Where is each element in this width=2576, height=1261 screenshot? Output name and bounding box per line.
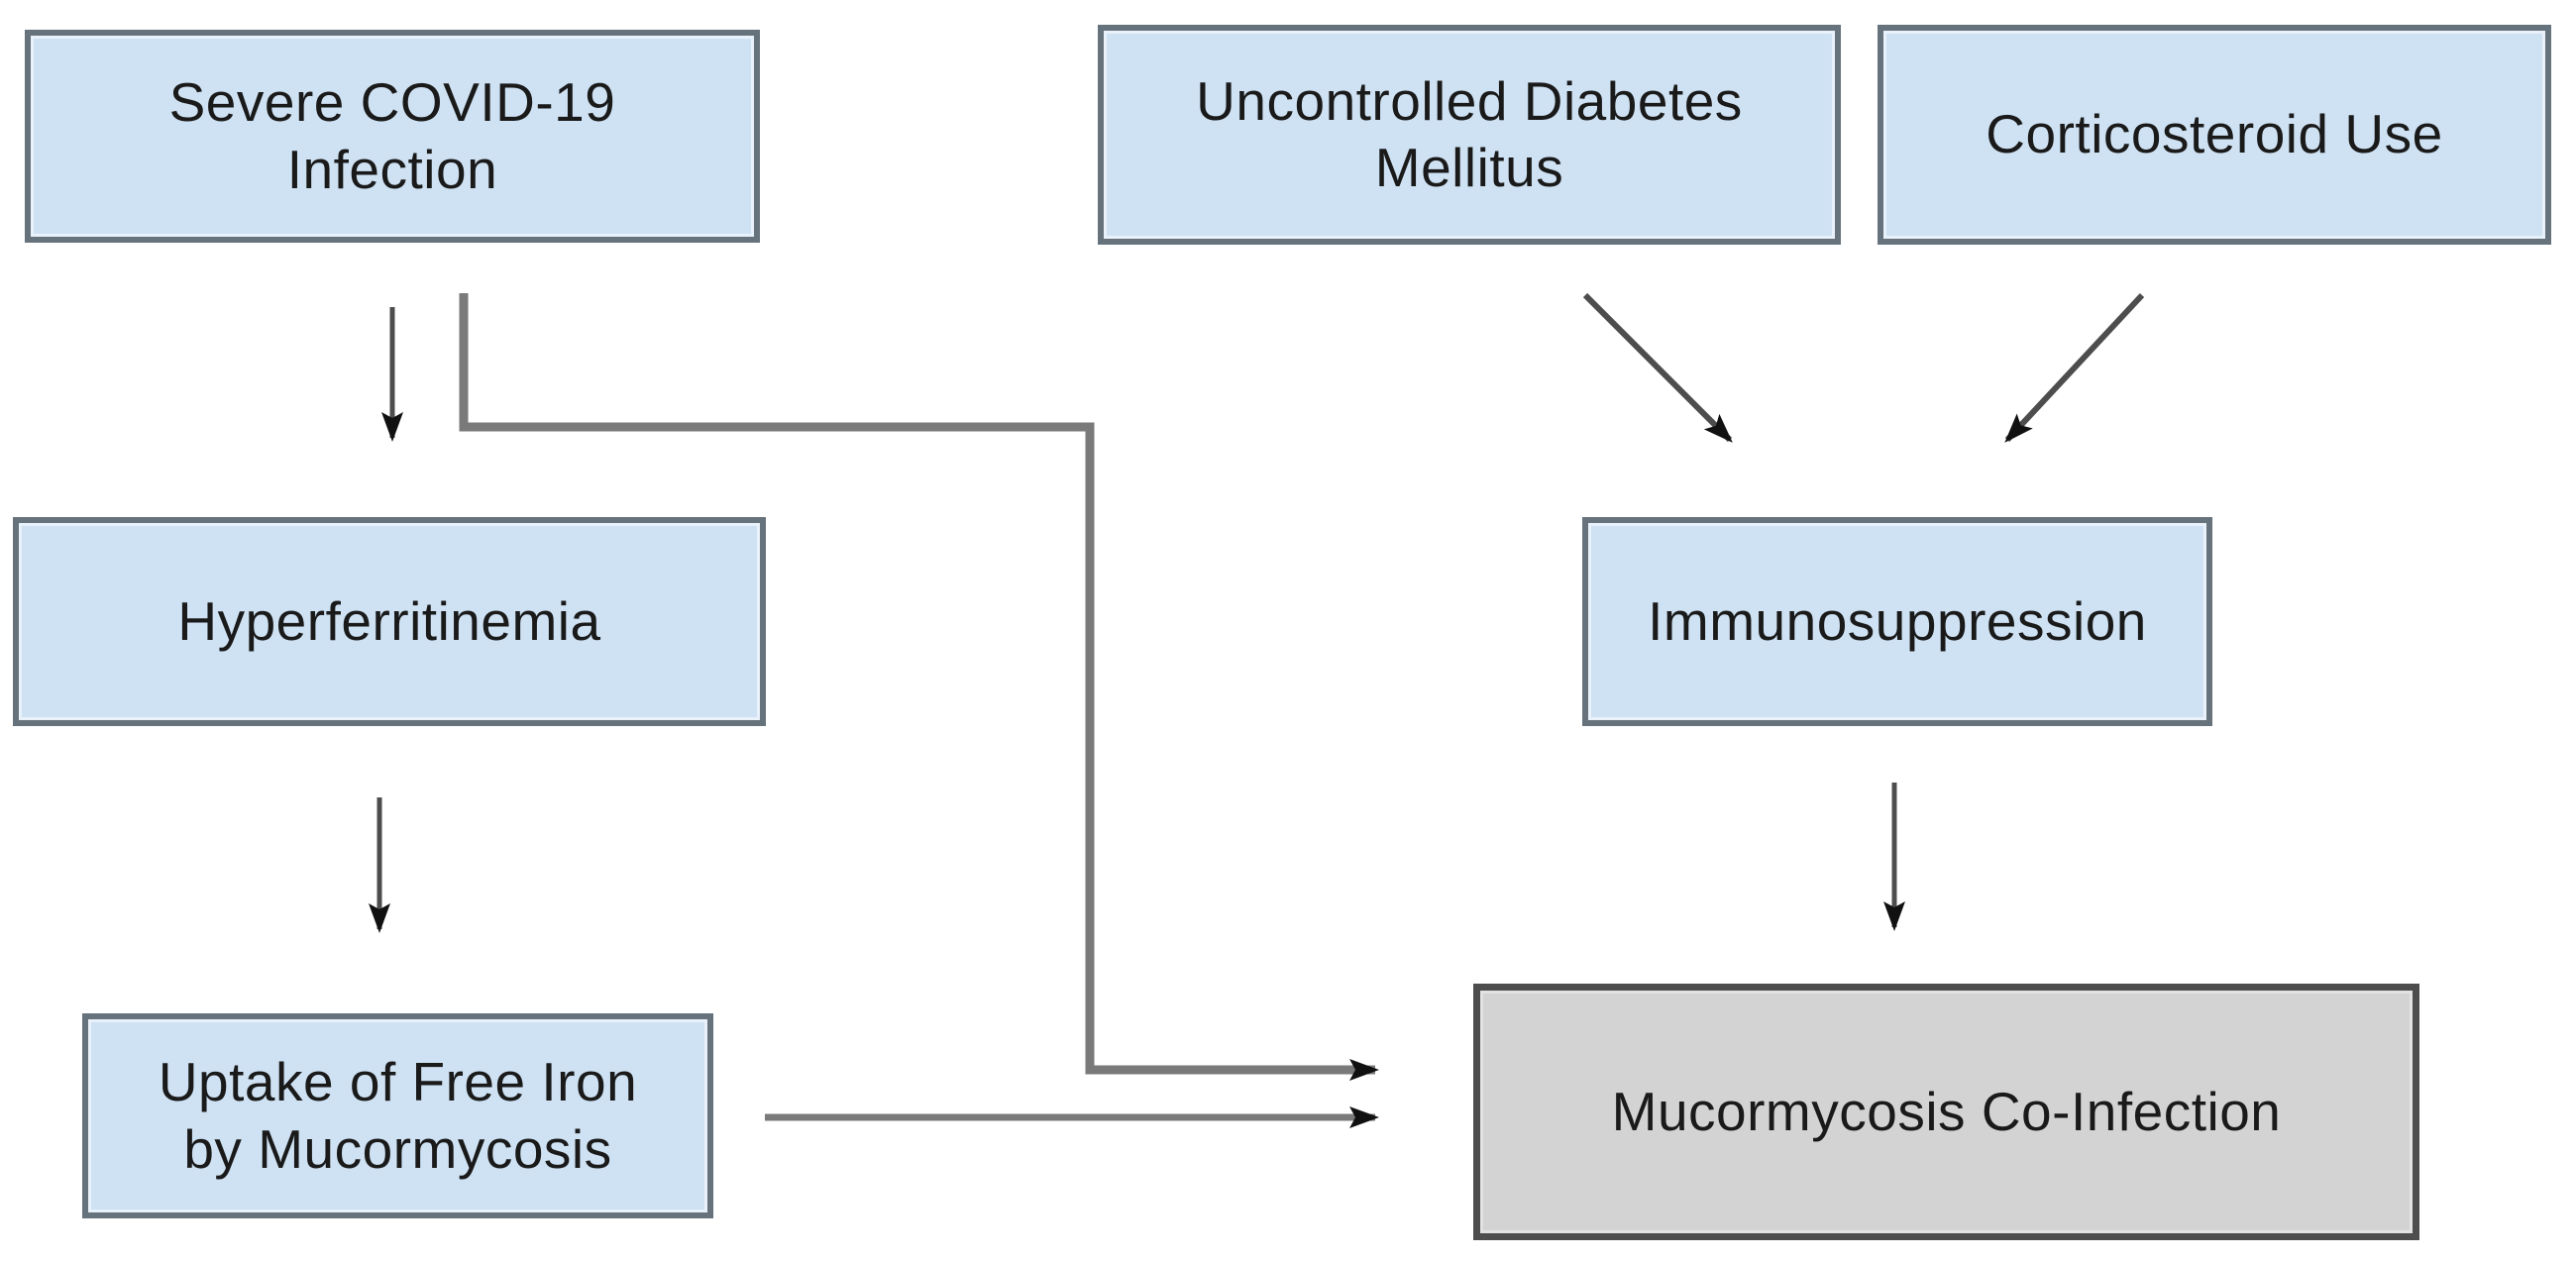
node-uncontrolled-diabetes-mellitus: Uncontrolled Diabetes Mellitus [1098,25,1841,245]
edge-corticosteroid-to-immunosuppression [2004,292,2145,443]
node-severe-covid-infection: Severe COVID-19 Infection [25,30,760,243]
node-hyperferritinemia-label: Hyperferritinemia [177,589,601,652]
node-mucormycosis-co-infection: Mucormycosis Co-Infection [1473,984,2419,1240]
edge-uncontrolled-dm-to-immunosuppression [1582,292,1733,443]
node-uptake-of-free-iron-label: Uptake of Free Iron by Mucormycosis [158,1051,638,1180]
node-corticosteroid-use-label: Corticosteroid Use [1986,103,2443,165]
node-hyperferritinemia: Hyperferritinemia [13,517,766,726]
node-corticosteroid-use: Corticosteroid Use [1878,25,2551,245]
node-immunosuppression-label: Immunosuppression [1648,589,2147,652]
edge-severe-covid-to-mucormycososis-elbow [459,293,1379,1081]
node-mucormycosis-co-infection-label: Mucormycosis Co-Infection [1611,1080,2282,1142]
node-severe-covid-infection-label: Severe COVID-19 Infection [168,71,616,200]
node-uncontrolled-diabetes-mellitus-label: Uncontrolled Diabetes Mellitus [1196,69,1743,198]
node-immunosuppression: Immunosuppression [1582,517,2212,726]
node-uptake-of-free-iron: Uptake of Free Iron by Mucormycosis [82,1013,713,1218]
